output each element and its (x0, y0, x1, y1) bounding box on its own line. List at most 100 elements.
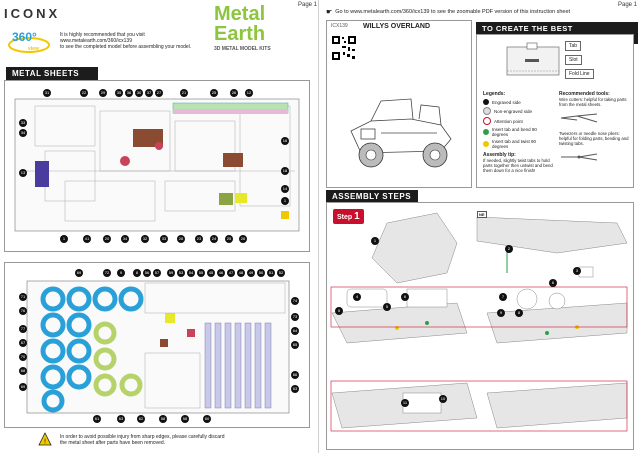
attention-point-icon (483, 117, 491, 125)
tips-text: If needed, slightly twist tabs to hold p… (483, 158, 553, 173)
step-callout: 6 (401, 293, 409, 301)
step-callout: 5 (335, 307, 343, 315)
part-number: 35 (115, 89, 123, 97)
part-number: 68 (19, 367, 27, 375)
legend-item: Insert tab and bend 90 degrees (483, 127, 553, 137)
part-number: 62 (137, 415, 145, 423)
page-divider (318, 0, 319, 453)
part-number: 29 (99, 89, 107, 97)
intro-url[interactable]: www.metalearth.com/360/icx139 (60, 38, 132, 44)
part-number: 52 (277, 269, 285, 277)
part-number: 33 (160, 235, 168, 243)
qr-code-icon (331, 35, 357, 61)
step-callout: 5 (383, 303, 391, 311)
part-number: 76 (19, 307, 27, 315)
part-number: 54 (187, 269, 195, 277)
part-number: 66 (291, 371, 299, 379)
part-number: 32 (141, 235, 149, 243)
part-number: 58 (181, 415, 189, 423)
assembly-steps-panel: Step 1 NE 1 2 3 4 5 6 7 8 9 10 11 5 (326, 202, 634, 450)
step-badge: Step 1 (333, 209, 364, 224)
part-number: 59 (167, 269, 175, 277)
part-number: 37 (145, 89, 153, 97)
part-number: 56 (143, 269, 151, 277)
metal-sheets-title: METAL SHEETS (6, 67, 98, 80)
model-name: WILLYS OVERLAND (363, 23, 431, 30)
part-number: 57 (153, 269, 161, 277)
tab-slot-diagram (503, 41, 563, 81)
part-number: 16 (281, 137, 289, 145)
logo-line-2: Earth (214, 23, 266, 45)
part-number: 58 (159, 415, 167, 423)
bend-90-icon (483, 129, 489, 135)
step-callout: 3 (573, 267, 581, 275)
warning-line-1: In order to avoid possible injury from s… (60, 434, 225, 440)
intro-line-1: It is highly recommended that you visit (60, 32, 145, 38)
part-number: 27 (155, 89, 163, 97)
iconx-brand: ICONX (4, 6, 61, 21)
engraved-side-icon (483, 99, 489, 105)
part-number: 8 (133, 269, 141, 277)
view-text: view (28, 46, 39, 52)
part-number: 22 (80, 89, 88, 97)
part-number: 20 (103, 235, 111, 243)
legend-item: Insert tab and twist 90 degrees (483, 139, 553, 149)
part-number: 31 (43, 89, 51, 97)
tools-section: Recommended tools: Wire cutters: helpful… (559, 91, 629, 167)
part-number: 13 (19, 169, 27, 177)
part-number: 45 (207, 269, 215, 277)
legend-label: Insert tab and twist 90 degrees (491, 139, 536, 149)
warning-text: In order to avoid possible injury from s… (60, 434, 300, 446)
part-number: 18 (281, 167, 289, 175)
metal-sheet-1: 31 22 29 35 36 30 37 27 21 25 26 12 33 3… (4, 80, 310, 252)
fold-line-label: Fold Line (565, 69, 594, 79)
ne-label: NE (477, 211, 487, 218)
part-number: 61 (93, 415, 101, 423)
logo-line-1: Metal (214, 3, 266, 25)
legend-item: Engraved side (483, 99, 553, 105)
step-callout: 7 (499, 293, 507, 301)
part-number: 65 (291, 341, 299, 349)
360-text: 360° (12, 30, 37, 44)
step-callout: 6 (549, 279, 557, 287)
part-number: 77 (19, 325, 27, 333)
step-label: Step (337, 214, 353, 221)
part-number: 12 (245, 89, 253, 97)
legends-section: Legends: Engraved side Non-engraved side… (483, 91, 553, 173)
part-number: 46 (217, 269, 225, 277)
warning-line-2: the metal sheet after parts have been re… (60, 440, 166, 446)
step-callout: 1 (371, 237, 379, 245)
part-number: 70 (19, 353, 27, 361)
jeep-model-illustration (341, 81, 461, 181)
part-number: 41 (83, 235, 91, 243)
step-callout: 4 (353, 293, 361, 301)
part-number: 21 (180, 89, 188, 97)
model-code: ICX139 (331, 23, 348, 29)
part-number: 64 (291, 327, 299, 335)
metal-earth-logo: Metal Earth 3D METAL MODEL KITS (214, 4, 271, 52)
step-callout: 9 (497, 309, 505, 317)
part-number: 1 (60, 235, 68, 243)
intro-line-3: to see the completed model before assemb… (60, 44, 192, 50)
part-number: 1 (281, 197, 289, 205)
right-page-number: Page 1 (618, 2, 638, 8)
step-callout: 10 (439, 395, 447, 403)
legend-label: Engraved side (492, 99, 521, 105)
part-number: 63 (117, 415, 125, 423)
part-number: 47 (227, 269, 235, 277)
part-number: 69 (75, 269, 83, 277)
part-number: 9 (117, 269, 125, 277)
legend-label: Attention point (494, 118, 523, 124)
pliers-icon (559, 149, 629, 167)
logo-tagline: 3D METAL MODEL KITS (214, 46, 271, 52)
url-text[interactable]: Go to www.metalearth.com/360/icx139 to s… (335, 9, 571, 15)
connections-panel: Tab Slot Fold Line Legends: Engraved sid… (476, 34, 634, 188)
step-callout: 11 (401, 399, 409, 407)
twist-90-icon (483, 141, 489, 147)
url-banner: ☛ Go to www.metalearth.com/360/icx139 to… (326, 8, 626, 16)
part-number: 48 (237, 269, 245, 277)
part-number: 30 (135, 89, 143, 97)
part-number: 26 (230, 89, 238, 97)
part-number: 34 (121, 235, 129, 243)
part-number: 25 (210, 89, 218, 97)
